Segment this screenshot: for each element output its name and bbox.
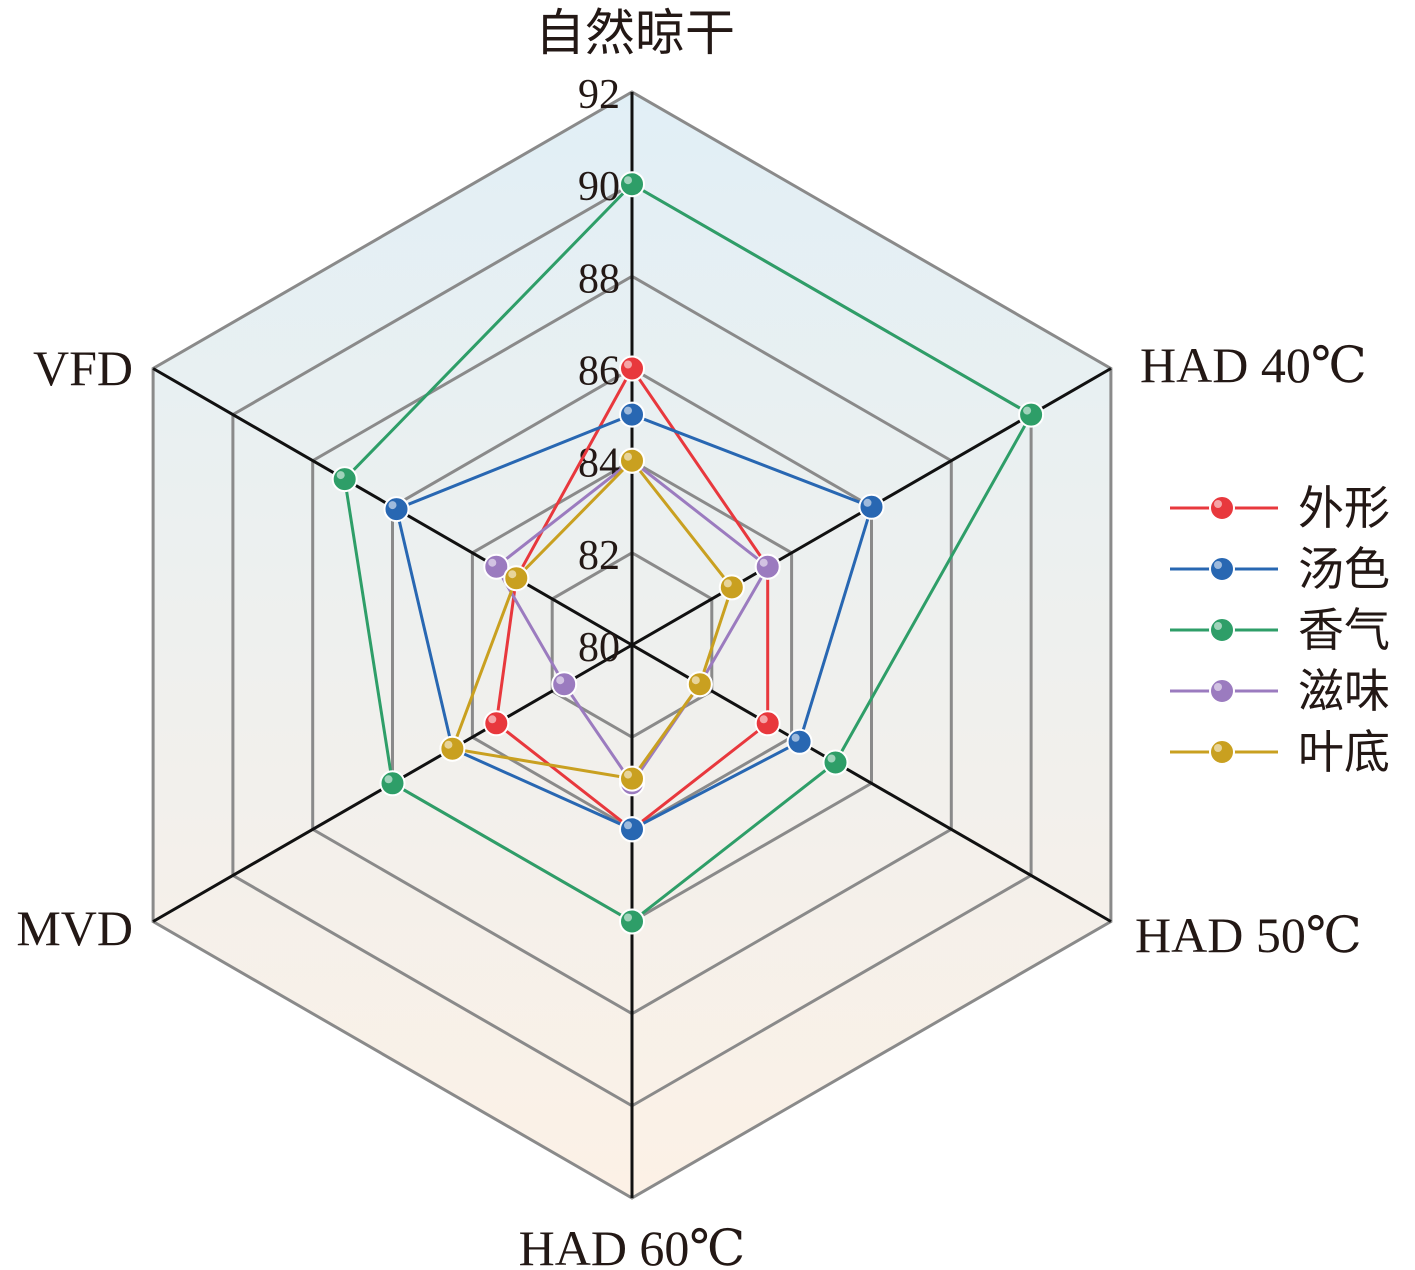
axis-label-4: MVD — [16, 900, 133, 956]
tick-label-86: 86 — [578, 349, 620, 395]
series-point-highlight-4-3 — [624, 770, 632, 779]
series-point-highlight-0-4 — [488, 715, 497, 724]
legend-label-2: 香气 — [1298, 605, 1390, 656]
data-series — [331, 171, 1045, 935]
series-point-3-1 — [754, 553, 781, 580]
tick-label-92: 92 — [578, 72, 620, 118]
series-point-1-5 — [383, 496, 410, 523]
series-point-0-4 — [483, 710, 510, 737]
series-point-highlight-4-5 — [508, 570, 517, 579]
legend-marker-2 — [1209, 617, 1235, 643]
axis-label-0: 自然晾干 — [535, 5, 735, 61]
series-point-4-2 — [686, 671, 713, 698]
series-point-highlight-2-3 — [624, 913, 632, 922]
legend-marker-4 — [1209, 739, 1235, 765]
series-point-2-3 — [619, 908, 645, 935]
series-point-highlight-1-1 — [863, 498, 872, 507]
series-point-highlight-2-2 — [827, 754, 836, 763]
series-point-1-1 — [858, 493, 885, 520]
series-point-highlight-4-1 — [723, 579, 732, 588]
series-point-highlight-0-0 — [624, 360, 632, 369]
series-point-highlight-2-0 — [624, 176, 632, 185]
legend-marker-1 — [1209, 556, 1235, 582]
legend-marker-highlight-3 — [1214, 683, 1222, 691]
series-point-highlight-4-4 — [444, 740, 453, 749]
series-point-highlight-2-5 — [336, 471, 345, 480]
axis-labels: 自然晾干 HAD 40℃ HAD 50℃ HAD 60℃ MVD VFD — [16, 5, 1366, 1270]
series-point-highlight-3-4 — [556, 676, 565, 685]
series-point-2-1 — [1018, 401, 1045, 428]
series-point-highlight-1-0 — [624, 406, 632, 415]
axis-label-5: VFD — [33, 340, 133, 396]
series-point-1-0 — [619, 401, 645, 428]
series-point-highlight-2-4 — [384, 775, 393, 784]
tick-label-88: 88 — [578, 256, 620, 302]
series-point-1-2 — [786, 728, 813, 755]
legend-marker-0 — [1209, 495, 1235, 521]
legend-marker-highlight-1 — [1214, 561, 1222, 569]
series-point-2-2 — [822, 749, 849, 776]
legend-item-0: 外形 — [1170, 483, 1390, 534]
axis-label-3: HAD 60℃ — [519, 1220, 746, 1270]
legend-label-1: 汤色 — [1298, 544, 1390, 595]
series-point-highlight-4-2 — [691, 676, 700, 685]
series-point-4-4 — [439, 735, 466, 762]
series-point-2-0 — [619, 171, 645, 198]
series-point-highlight-4-0 — [624, 452, 632, 461]
legend-label-0: 外形 — [1298, 483, 1390, 534]
axis-spoke-2 — [631, 643, 1112, 923]
series-point-2-4 — [379, 770, 406, 797]
series-point-2-5 — [331, 466, 358, 493]
legend-item-2: 香气 — [1170, 605, 1390, 656]
series-point-1-3 — [619, 816, 645, 843]
series-point-4-1 — [718, 574, 745, 601]
legend-item-3: 滋味 — [1170, 666, 1390, 717]
legend-marker-highlight-4 — [1214, 744, 1222, 752]
tick-label-82: 82 — [578, 533, 620, 579]
series-point-4-0 — [619, 447, 645, 474]
legend-label-4: 叶底 — [1298, 727, 1390, 778]
series-point-highlight-3-1 — [759, 558, 768, 567]
series-point-3-4 — [551, 671, 578, 698]
legend-marker-highlight-0 — [1214, 500, 1222, 508]
legend-item-4: 叶底 — [1170, 727, 1390, 778]
series-point-highlight-2-1 — [1023, 406, 1032, 415]
series-point-highlight-3-5 — [488, 558, 497, 567]
series-point-4-3 — [619, 765, 645, 792]
series-4 — [439, 447, 745, 792]
series-point-highlight-1-5 — [388, 501, 397, 510]
axis-label-2: HAD 50℃ — [1135, 907, 1362, 963]
series-point-0-0 — [619, 355, 645, 382]
series-point-highlight-1-3 — [624, 821, 632, 830]
series-point-4-5 — [503, 565, 530, 592]
legend-marker-3 — [1209, 678, 1235, 704]
series-point-0-2 — [754, 710, 781, 737]
axis-label-1: HAD 40℃ — [1140, 337, 1367, 393]
series-point-highlight-0-2 — [759, 715, 768, 724]
legend-item-1: 汤色 — [1170, 544, 1390, 595]
tick-label-80: 80 — [578, 625, 620, 671]
legend-marker-highlight-2 — [1214, 622, 1222, 630]
series-point-highlight-1-2 — [791, 733, 800, 742]
series-2 — [331, 171, 1045, 935]
legend-label-3: 滋味 — [1298, 666, 1390, 717]
